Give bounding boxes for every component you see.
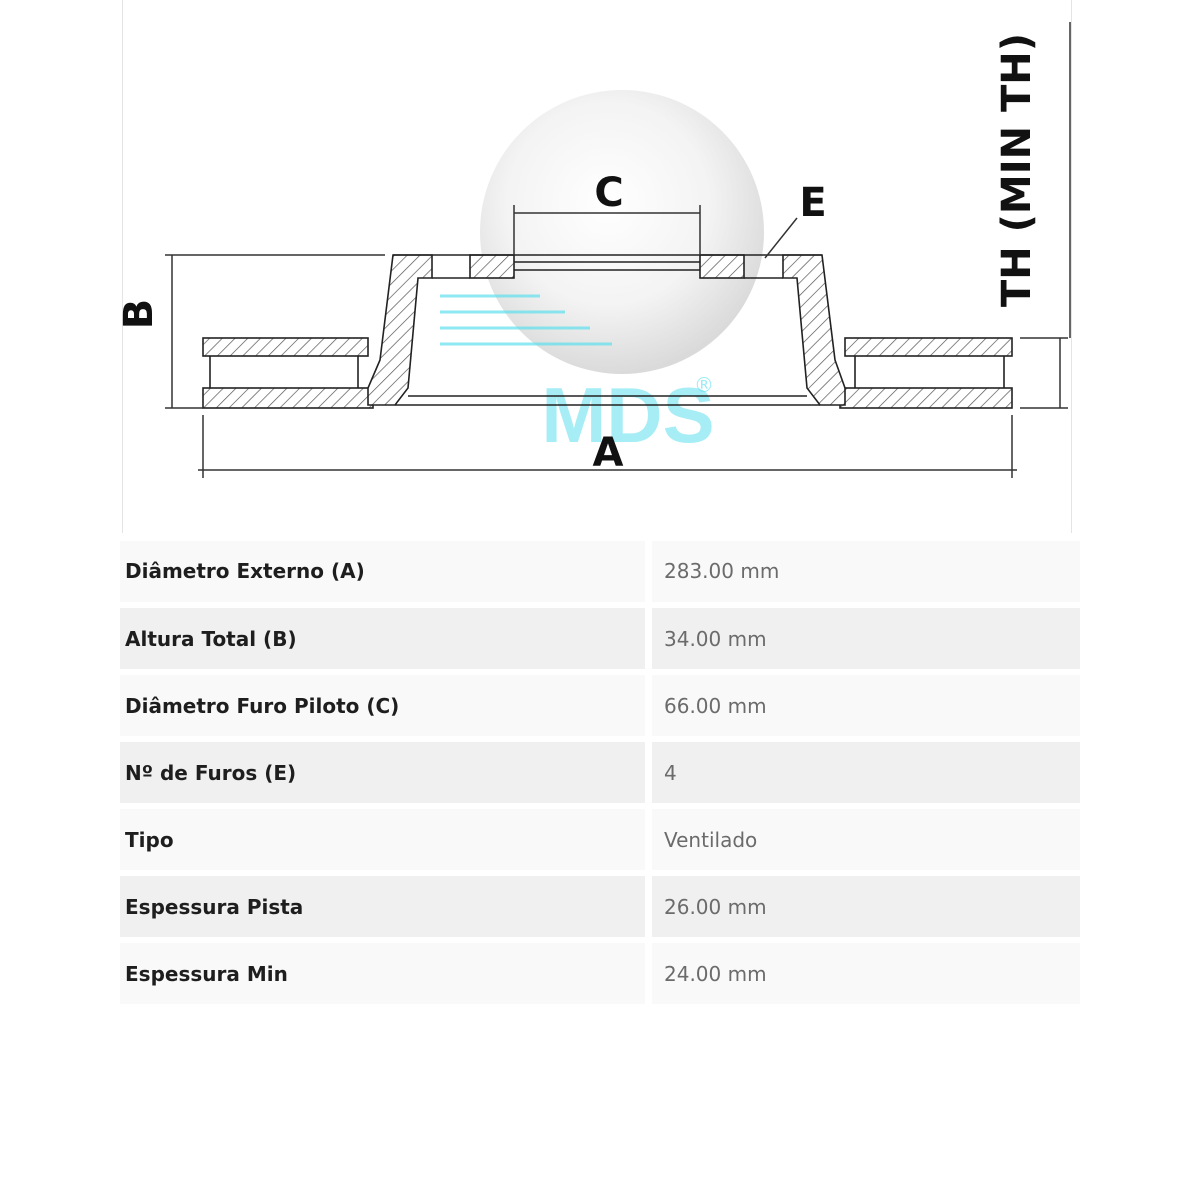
- spec-value: 34.00 mm: [652, 608, 1080, 669]
- label-b: B: [116, 299, 162, 330]
- brake-disc-diagram: MDS ®: [116, 22, 1071, 478]
- spec-label: Diâmetro Furo Piloto (C): [120, 675, 652, 736]
- spec-row-outer-diameter: Diâmetro Externo (A) 283.00 mm: [120, 541, 1080, 602]
- spec-row-total-height: Altura Total (B) 34.00 mm: [120, 608, 1080, 669]
- spec-value: 24.00 mm: [652, 943, 1080, 1004]
- spec-value: Ventilado: [652, 809, 1080, 870]
- spec-label: Espessura Min: [120, 943, 652, 1004]
- label-e: E: [799, 180, 826, 226]
- spec-label: Nº de Furos (E): [120, 742, 652, 803]
- spec-label: Diâmetro Externo (A): [120, 541, 652, 602]
- watermark-logo: MDS: [541, 371, 714, 459]
- spec-row-type: Tipo Ventilado: [120, 809, 1080, 870]
- watermark-swoosh: [440, 294, 612, 346]
- spec-value: 4: [652, 742, 1080, 803]
- dimension-labels: A B C E TH (MIN TH): [116, 33, 1040, 476]
- dimension-lines: [165, 22, 1071, 478]
- spec-value: 26.00 mm: [652, 876, 1080, 937]
- spec-row-hole-count: Nº de Furos (E) 4: [120, 742, 1080, 803]
- label-th-min-th: TH (MIN TH): [994, 33, 1040, 307]
- diagram-panel: [122, 0, 1072, 533]
- spec-row-pilot-hole-diameter: Diâmetro Furo Piloto (C) 66.00 mm: [120, 675, 1080, 736]
- specs-table: Diâmetro Externo (A) 283.00 mm Altura To…: [120, 535, 1080, 1010]
- watermark-registered-mark: ®: [694, 373, 714, 397]
- spec-label: Espessura Pista: [120, 876, 652, 937]
- watermark-sphere: [480, 90, 764, 374]
- spec-value: 283.00 mm: [652, 541, 1080, 602]
- spec-label: Altura Total (B): [120, 608, 652, 669]
- disc-cross-section: [202, 254, 1013, 409]
- label-c: C: [594, 170, 623, 216]
- spec-row-min-thickness: Espessura Min 24.00 mm: [120, 943, 1080, 1004]
- spec-label: Tipo: [120, 809, 652, 870]
- spec-row-track-thickness: Espessura Pista 26.00 mm: [120, 876, 1080, 937]
- label-a: A: [593, 430, 624, 476]
- spec-value: 66.00 mm: [652, 675, 1080, 736]
